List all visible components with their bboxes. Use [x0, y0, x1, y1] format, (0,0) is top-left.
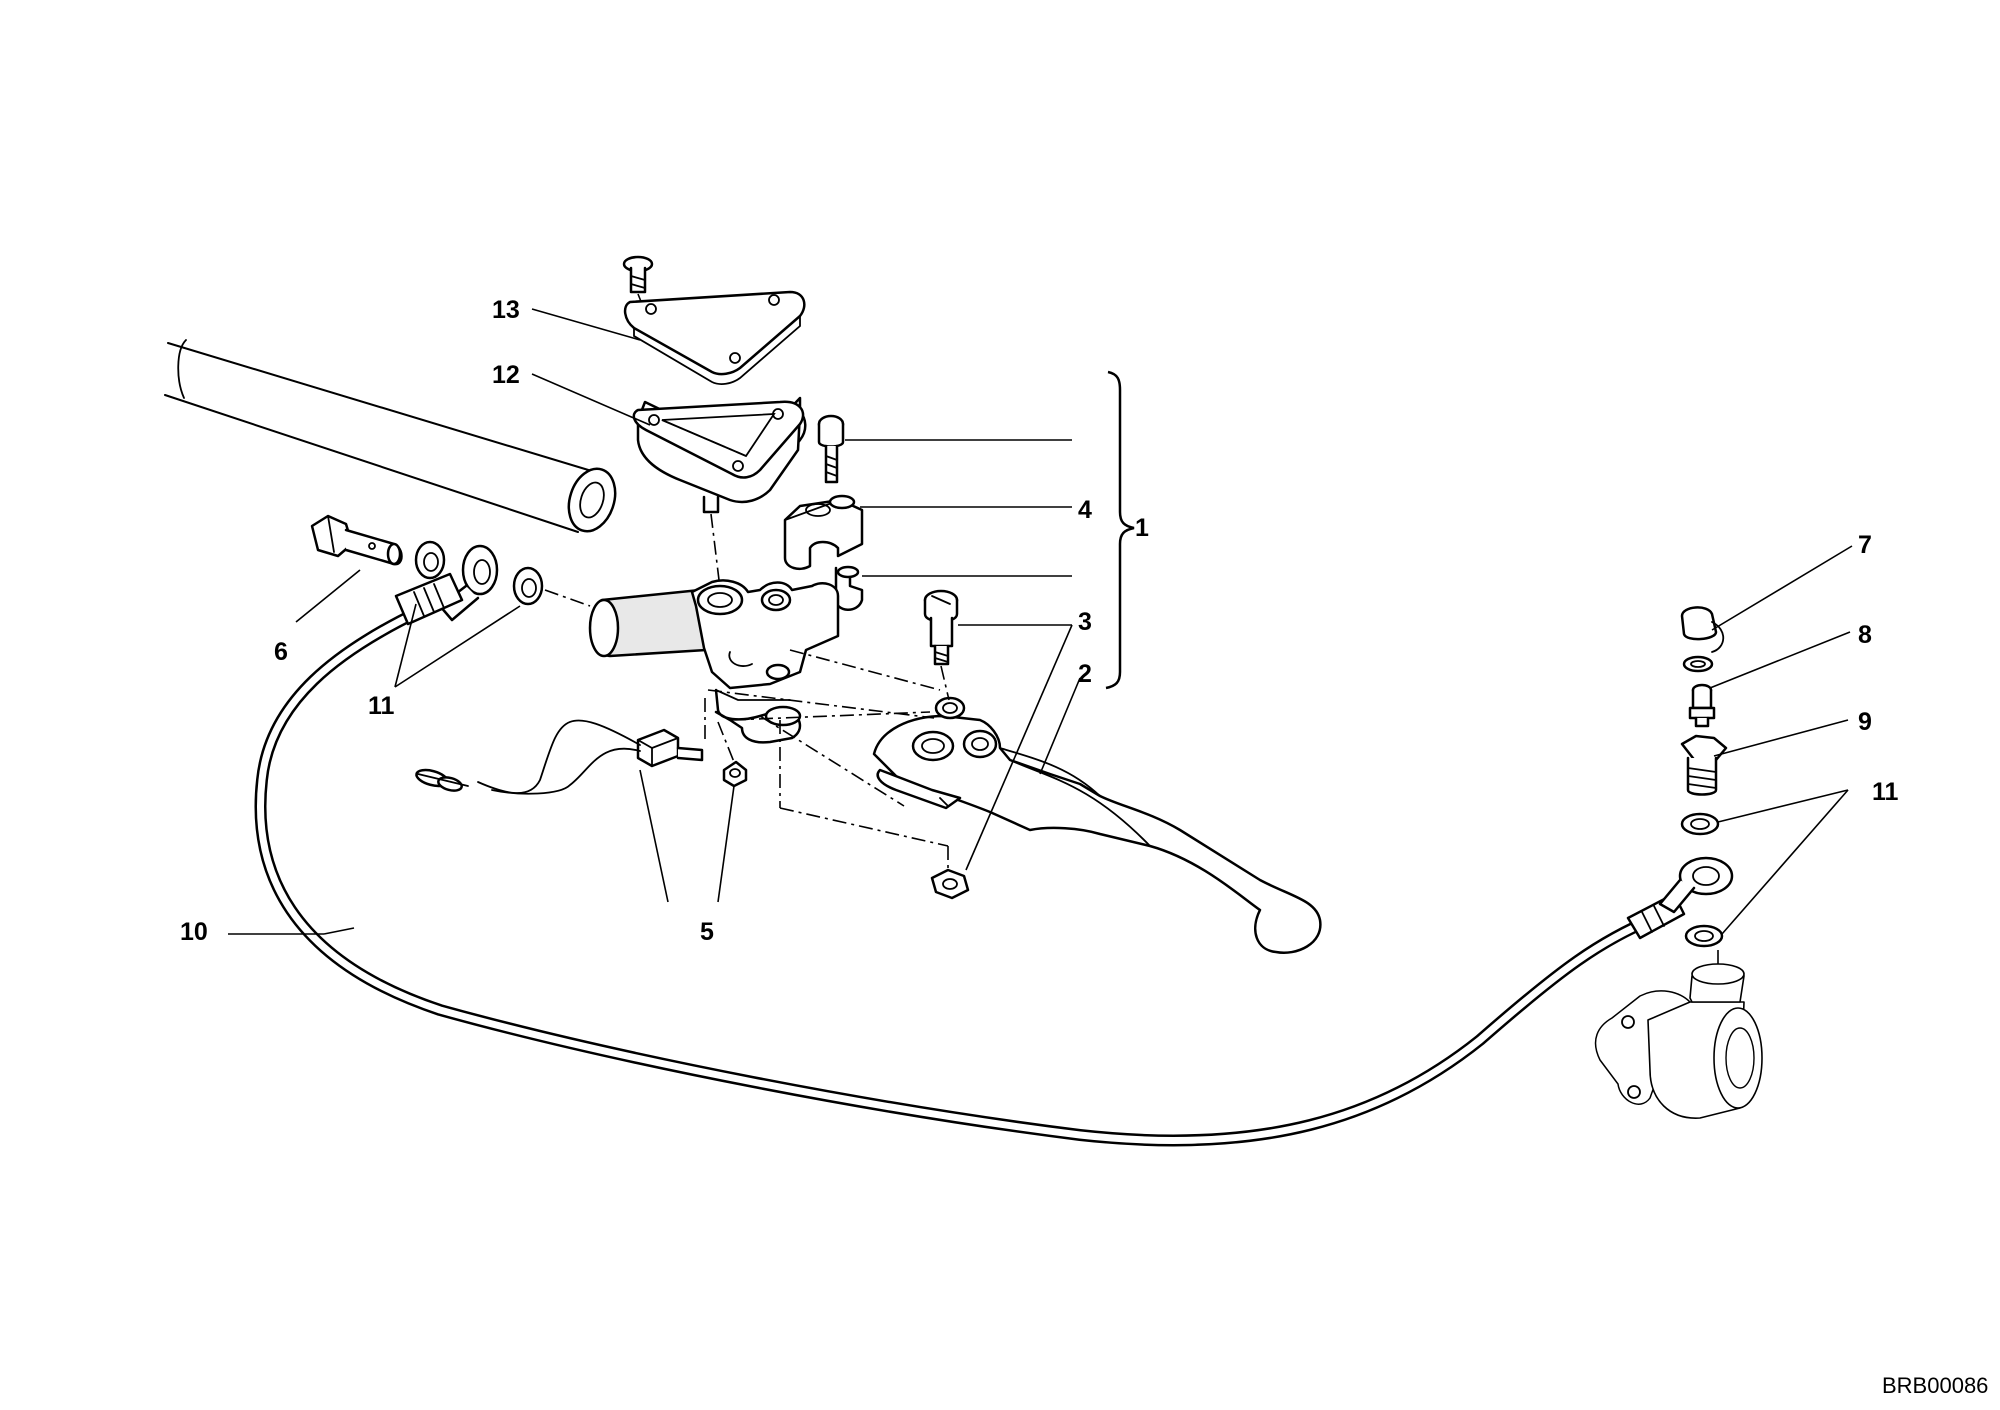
banjo-fitting: [438, 544, 499, 622]
brake-light-switch-nut: [722, 760, 748, 788]
handlebar-tube: [164, 339, 617, 533]
callout-1: 1: [1135, 514, 1149, 542]
fluid-reservoir: [632, 396, 807, 581]
callout-7: 7: [1858, 531, 1872, 559]
callout-11-left: 11: [368, 692, 395, 720]
sealing-washer-left-2: [512, 566, 544, 606]
callout-9: 9: [1858, 708, 1872, 736]
sealing-washer-right-2: [1684, 924, 1724, 948]
lever-pivot-pin: [923, 589, 959, 701]
banjo-bolt: [310, 514, 403, 566]
lever-bracket: [714, 688, 802, 744]
explode-lines: [704, 689, 949, 870]
bleeder-washer: [1682, 655, 1714, 673]
callout-labels: 13 12 4 1 3 2 6 11 5 10 7 8 9 11 BRB0008…: [180, 296, 1988, 1398]
callout-10: 10: [180, 918, 208, 946]
callout-12: 12: [492, 361, 520, 389]
callout-4: 4: [1078, 496, 1092, 524]
master-cylinder-body: [588, 579, 941, 691]
banjo-explode-line: [544, 589, 591, 607]
clamp-screw: [817, 414, 845, 484]
callout-3: 3: [1078, 608, 1092, 636]
bleeder-adapter: [1680, 734, 1728, 796]
reservoir-cover-screw: [622, 255, 654, 305]
sealing-washer-left-1: [414, 540, 446, 580]
callout-13: 13: [492, 296, 520, 324]
banjo-fitting-right: [1658, 856, 1734, 914]
reservoir-cover: [623, 290, 806, 385]
callout-2: 2: [1078, 660, 1092, 688]
callout-8: 8: [1858, 621, 1872, 649]
drawing-code: BRB00086: [1882, 1373, 1988, 1398]
callout-5: 5: [700, 918, 714, 946]
bleeder-valve: [1688, 683, 1716, 728]
handlebar-clamp: [783, 494, 864, 611]
callout-6: 6: [274, 638, 288, 666]
brake-lever: [872, 696, 1322, 954]
bleeder-cap: [1680, 606, 1725, 653]
leader-lines: [228, 308, 1853, 935]
pivot-pin-nut: [930, 868, 970, 900]
brake-light-switch: [415, 719, 704, 795]
callout-11-right: 11: [1872, 778, 1899, 806]
sealing-washer-right-1: [1680, 812, 1720, 836]
clutch-slave-cylinder: [1594, 950, 1763, 1119]
